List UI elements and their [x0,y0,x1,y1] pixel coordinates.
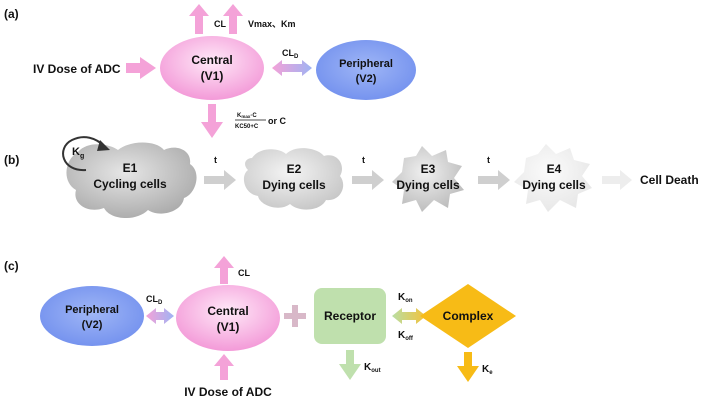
cl-label-c: CL [238,268,250,278]
peripheral-sub-a: (V2) [356,73,377,85]
cell-e3 [392,146,464,212]
peripheral-compartment-c [40,286,144,346]
transit-arrow-3 [478,170,510,190]
complex-diamond [420,284,516,348]
kg-label: Kg [72,146,84,160]
ke-label: Ke [482,364,493,376]
transit-arrow-2 [352,170,384,190]
e3-label: E3 [421,162,436,176]
panel-label-c: (c) [4,259,19,273]
cl-arrow-c [214,256,234,284]
e1-sub: Cycling cells [93,177,167,191]
transit-label-1: t [214,155,217,165]
cl-arrow-a [189,4,209,34]
e2-sub: Dying cells [262,178,326,192]
e1-label: E1 [123,161,138,175]
e4-label: E4 [547,162,562,176]
receptor-label: Receptor [324,309,376,323]
transit-arrow-1 [204,170,236,190]
transit-label-2: t [362,155,365,165]
dose-arrow-c [214,354,234,380]
binding-arrow [392,308,426,324]
panel-label-b: (b) [4,153,19,167]
koff-label: Koff [398,330,414,342]
central-sub-a: (V1) [201,69,224,83]
e4-sub: Dying cells [522,178,586,192]
kout-label: Kout [364,362,381,374]
central-label-c: Central [207,304,248,318]
kill-denominator: KC50+C [235,124,259,130]
central-compartment-a [160,36,264,100]
kout-arrow [339,350,361,380]
distribution-arrow-a [272,60,312,76]
kg-loop-head [97,140,110,151]
peripheral-sub-c: (V2) [82,319,103,331]
transit-label-3: t [487,155,490,165]
kill-arrow-a [201,104,223,138]
ke-arrow [457,352,479,382]
kg-loop [62,136,105,172]
kon-label: Kon [398,292,413,304]
dose-label-c: IV Dose of ADC [184,385,272,399]
e2-label: E2 [287,162,302,176]
kill-or-label: or C [268,116,287,126]
vmax-arrow-a [223,4,243,34]
peripheral-label-c: Peripheral [65,304,119,316]
central-compartment-c [176,285,280,351]
central-label-a: Central [191,53,232,67]
kill-numerator: Kmax·C [237,113,257,119]
panel-label-a: (a) [4,7,19,21]
dose-arrow-a [126,57,156,79]
transit-arrow-4 [602,170,632,190]
cell-e4 [514,144,592,212]
peripheral-label-a: Peripheral [339,58,393,70]
cell-death-label: Cell Death [640,173,699,187]
cld-label-c: CLD [146,294,163,306]
e3-sub: Dying cells [396,178,460,192]
cell-e2 [243,148,344,210]
peripheral-compartment-a [316,40,416,100]
central-sub-c: (V1) [217,320,240,334]
dose-label-a: IV Dose of ADC [33,62,121,76]
cell-e1 [66,142,197,219]
cld-label-a: CLD [282,48,299,60]
vmax-km-label-a: Vmax、Km [248,19,296,29]
receptor-box [314,288,386,344]
complex-label: Complex [443,309,494,323]
cl-label-a: CL [214,19,226,29]
plus-vertical [292,305,298,327]
distribution-arrow-c [146,308,174,324]
